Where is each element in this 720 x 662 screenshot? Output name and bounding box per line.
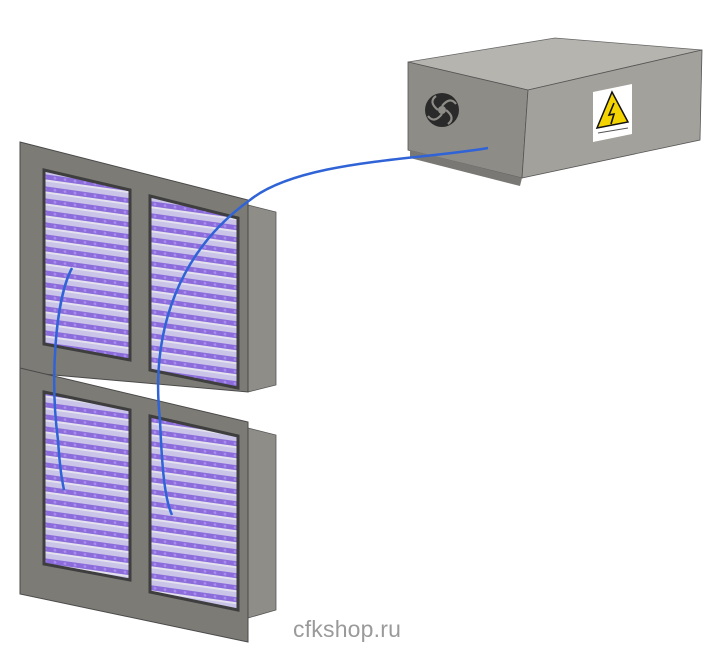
upper-panel-module <box>19 141 277 393</box>
lower-side-depth <box>247 427 277 619</box>
main-cable <box>156 146 489 516</box>
upper-right-window <box>148 194 240 390</box>
lower-panel-module <box>19 367 277 643</box>
lower-left-window <box>42 390 132 582</box>
power-supply-box <box>407 37 703 186</box>
fan-grille-icon <box>425 93 459 127</box>
lower-right-window <box>148 414 240 612</box>
watermark: cfkshop.ru <box>293 616 402 642</box>
upper-side-depth <box>247 204 277 393</box>
high-voltage-warning-icon <box>593 84 632 142</box>
upper-left-window <box>42 168 132 362</box>
box-base-rail <box>410 150 522 186</box>
left-cable <box>53 267 74 491</box>
uv-cables <box>53 146 489 516</box>
